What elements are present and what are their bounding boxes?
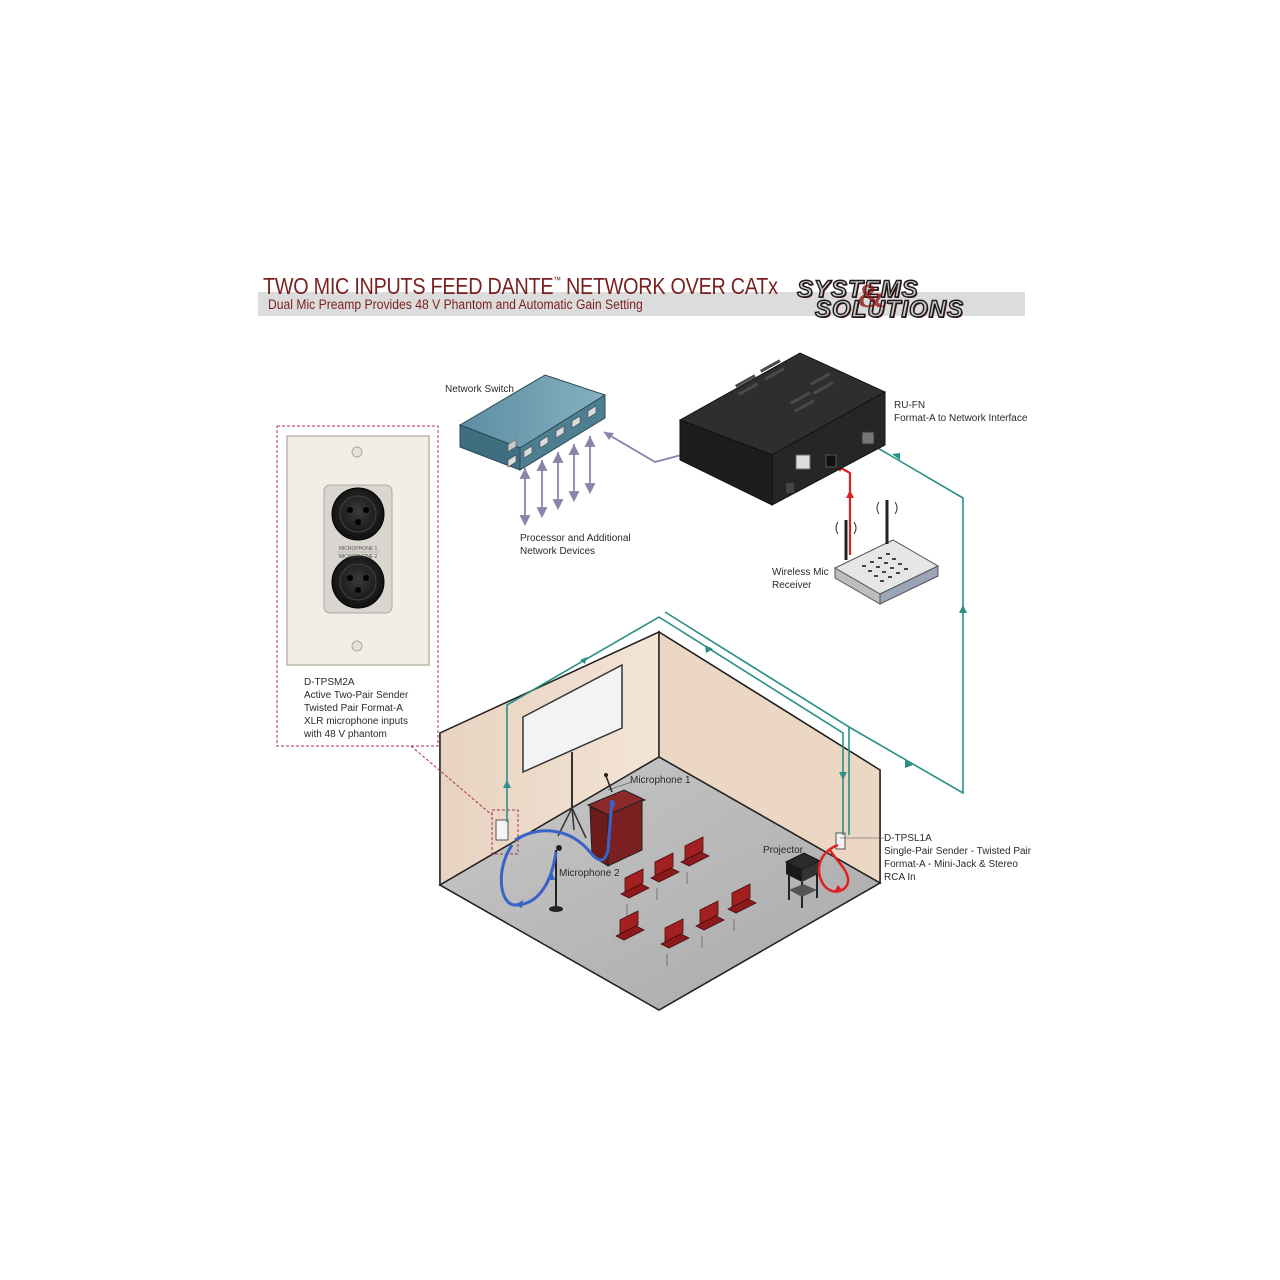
cable-red-projector — [817, 843, 850, 893]
podium — [586, 773, 647, 867]
dtpsm2a-wall-plate — [286, 435, 430, 666]
cable-teal-room — [506, 616, 844, 835]
logo-word-solutions: SOLUTIONS — [814, 295, 965, 323]
network-switch — [458, 374, 607, 471]
label-microphone-1: Microphone 1 — [630, 775, 691, 786]
cable-blue-mic1 — [514, 799, 614, 862]
room-wall-plate-dtpsm2a — [495, 819, 509, 841]
ru-fn-interface — [678, 352, 887, 506]
dtpsm2a-callout-box — [276, 425, 439, 747]
projector-screen — [522, 663, 623, 839]
page-title: TWO MIC INPUTS FEED DANTE™ NETWORK OVER … — [263, 273, 778, 299]
cable-teal-riser — [848, 439, 964, 795]
plate-label-mic1: MICROPHONE 1 — [339, 546, 378, 552]
label-microphone-2: Microphone 2 — [559, 868, 620, 879]
wireless-mic-receiver — [833, 500, 940, 605]
label-network-switch: Network Switch — [445, 384, 514, 395]
room-wall-plate-dtpsl1a — [835, 832, 846, 850]
cable-purple-drops — [519, 435, 596, 527]
projector-cart — [784, 852, 822, 908]
logo-ampersand: & — [857, 278, 886, 315]
plate-label-mic2: MICROPHONE 2 — [339, 554, 378, 560]
systems-solutions-logo: SYSTEMS SOLUTIONS & — [795, 275, 1015, 324]
subtitle-band — [258, 292, 1025, 316]
logo-word-systems: SYSTEMS — [796, 275, 919, 303]
page-subtitle: Dual Mic Preamp Provides 48 V Phantom an… — [268, 297, 643, 312]
label-projector: Projector — [763, 845, 804, 856]
audience-chairs — [615, 836, 757, 966]
